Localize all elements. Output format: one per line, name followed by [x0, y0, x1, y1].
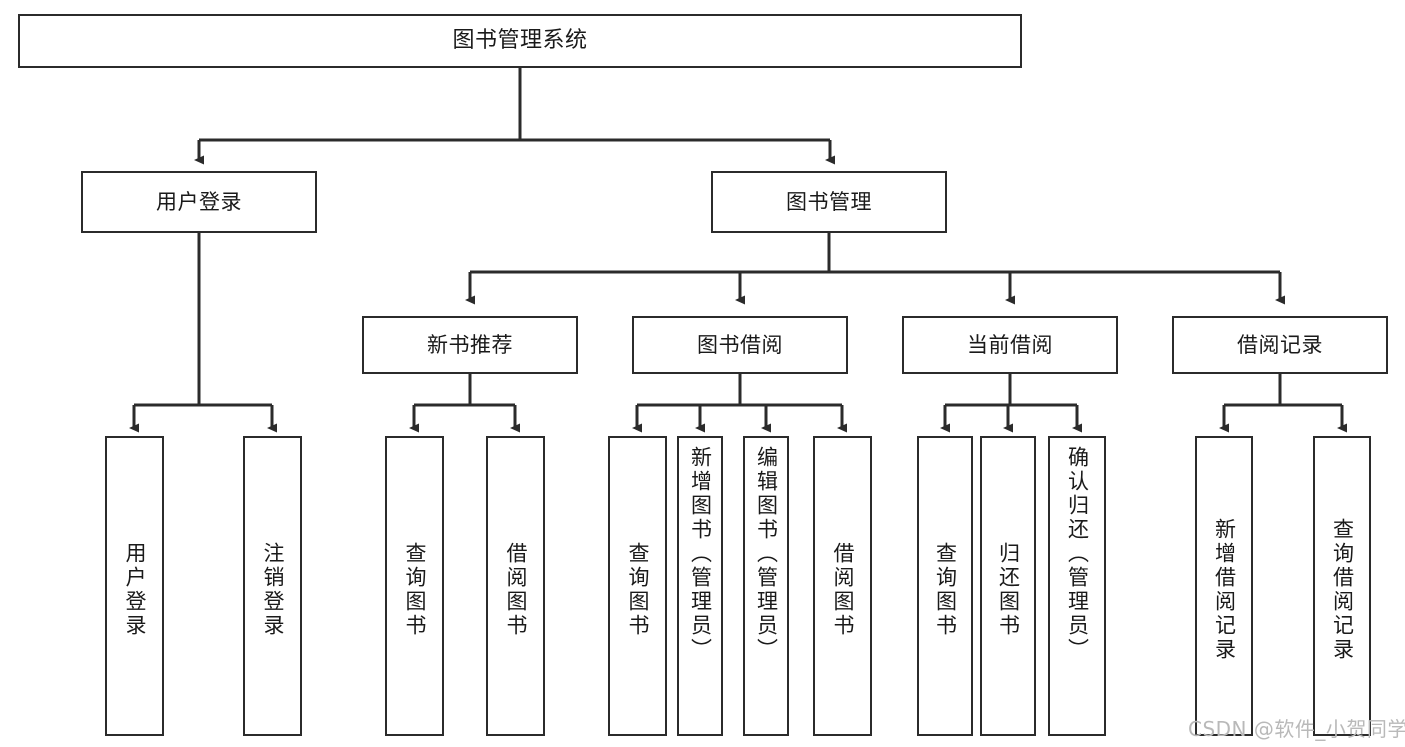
- node-book-borrow-label: 图书借阅: [697, 332, 783, 357]
- node-new-book-recommend-label: 新书推荐: [427, 332, 513, 357]
- node-leaf-borrow-book-label: 借阅图书: [831, 542, 855, 638]
- node-leaf-query-book-borrow: 查询图书: [608, 436, 667, 736]
- node-leaf-user-login-label: 用户登录: [123, 542, 147, 638]
- node-current-borrow: 当前借阅: [902, 316, 1118, 374]
- node-borrow-records: 借阅记录: [1172, 316, 1388, 374]
- node-leaf-query-book-borrow-label: 查询图书: [626, 542, 650, 638]
- node-leaf-add-book-label: 新增图书（管理员）: [688, 446, 713, 662]
- node-book-management: 图书管理: [711, 171, 947, 233]
- node-leaf-add-borrow-record: 新增借阅记录: [1195, 436, 1253, 736]
- node-leaf-edit-book-label: 编辑图书（管理员）: [754, 446, 779, 662]
- node-current-borrow-label: 当前借阅: [967, 332, 1053, 357]
- node-user-login-label: 用户登录: [156, 189, 242, 214]
- node-leaf-user-logout: 注销登录: [243, 436, 302, 736]
- node-root-label: 图书管理系统: [452, 28, 588, 54]
- watermark-text: CSDN @软件_小贺同学: [1188, 717, 1405, 741]
- node-leaf-return-book: 归还图书: [980, 436, 1036, 736]
- node-leaf-add-book: 新增图书（管理员）: [677, 436, 723, 736]
- node-leaf-return-book-label: 归还图书: [996, 542, 1021, 638]
- node-leaf-borrow-book-recommend: 借阅图书: [486, 436, 545, 736]
- node-leaf-confirm-return: 确认归还（管理员）: [1048, 436, 1106, 736]
- node-leaf-edit-book: 编辑图书（管理员）: [743, 436, 789, 736]
- node-leaf-query-book-recommend-label: 查询图书: [403, 542, 427, 638]
- node-leaf-query-borrow-record-label: 查询借阅记录: [1330, 518, 1355, 662]
- node-new-book-recommend: 新书推荐: [362, 316, 578, 374]
- node-leaf-query-book-current-label: 查询图书: [933, 542, 958, 638]
- node-leaf-borrow-book-recommend-label: 借阅图书: [504, 542, 528, 638]
- node-leaf-borrow-book: 借阅图书: [813, 436, 872, 736]
- node-book-borrow: 图书借阅: [632, 316, 848, 374]
- node-leaf-query-book-recommend: 查询图书: [385, 436, 444, 736]
- node-leaf-confirm-return-label: 确认归还（管理员）: [1065, 446, 1090, 662]
- node-user-login: 用户登录: [81, 171, 317, 233]
- node-leaf-query-book-current: 查询图书: [917, 436, 973, 736]
- node-leaf-add-borrow-record-label: 新增借阅记录: [1212, 518, 1237, 662]
- node-leaf-query-borrow-record: 查询借阅记录: [1313, 436, 1371, 736]
- node-leaf-user-logout-label: 注销登录: [261, 542, 285, 638]
- node-borrow-records-label: 借阅记录: [1237, 332, 1323, 357]
- node-root: 图书管理系统: [18, 14, 1022, 68]
- node-leaf-user-login: 用户登录: [105, 436, 164, 736]
- node-book-management-label: 图书管理: [786, 189, 872, 214]
